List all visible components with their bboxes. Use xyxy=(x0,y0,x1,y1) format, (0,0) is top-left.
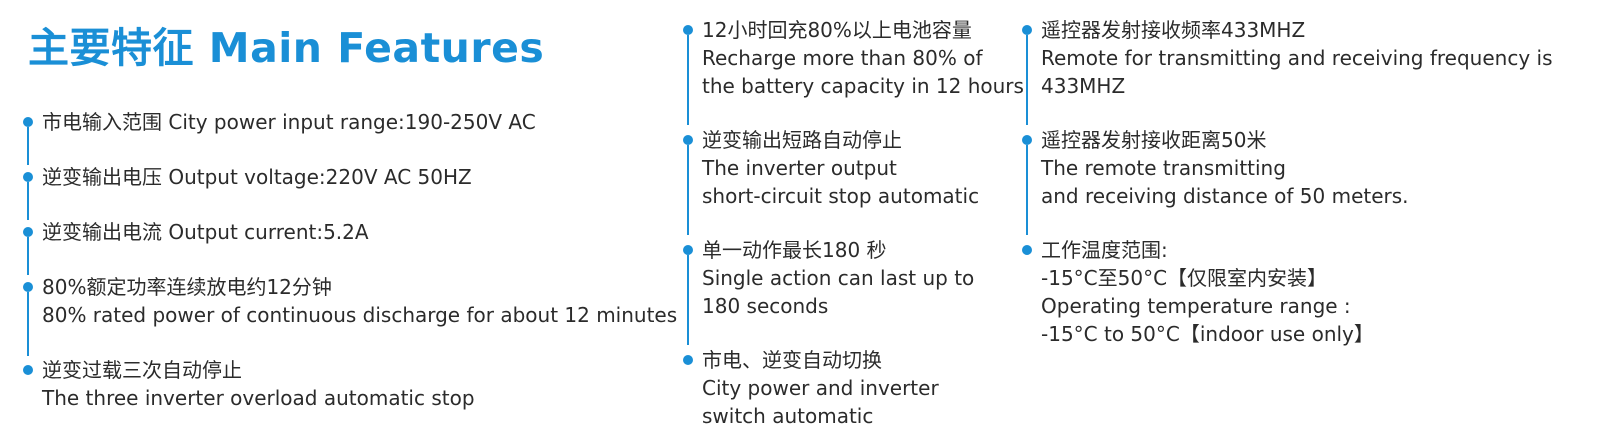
page-title: 主要特征 Main Features xyxy=(28,24,545,72)
feature-text-cn: 80%额定功率连续放电约12分钟 xyxy=(42,275,332,299)
feature-text: 逆变输出电流 Output current:5.2A xyxy=(42,220,369,244)
feature-text-en: 180 seconds xyxy=(702,294,829,318)
feature-text: 逆变输出电压 Output voltage:220V AC 50HZ xyxy=(42,165,472,189)
feature-text-cn: 工作温度范围: xyxy=(1041,238,1168,262)
bullet-dot-icon xyxy=(23,117,33,127)
feature-item-short-circuit: 逆变输出短路自动停止 The inverter output short-cir… xyxy=(682,126,979,210)
connector-line xyxy=(27,237,29,275)
feature-item-continuous-discharge: 80%额定功率连续放电约12分钟 80% rated power of cont… xyxy=(22,273,677,329)
feature-text-en: switch automatic xyxy=(702,404,874,428)
feature-item-single-action: 单一动作最长180 秒 Single action can last up to… xyxy=(682,236,974,320)
bullet-dot-icon xyxy=(683,355,693,365)
bullet-dot-icon xyxy=(1022,135,1032,145)
feature-text-en: City power and inverter xyxy=(702,376,939,400)
connector-line xyxy=(687,35,689,125)
feature-text-cn: 遥控器发射接收频率433MHZ xyxy=(1041,18,1306,42)
bullet-dot-icon xyxy=(23,282,33,292)
connector-line xyxy=(27,182,29,220)
feature-item-input-range: 市电输入范围 City power input range:190-250V A… xyxy=(22,108,536,136)
bullet-dot-icon xyxy=(1022,25,1032,35)
feature-text-cn: 逆变输出短路自动停止 xyxy=(702,128,902,152)
feature-text-cn: 单一动作最长180 秒 xyxy=(702,238,887,262)
bullet-dot-icon xyxy=(23,172,33,182)
feature-text-en: Remote for transmitting and receiving fr… xyxy=(1041,46,1553,70)
feature-text-en: short-circuit stop automatic xyxy=(702,184,980,208)
feature-text-en: the battery capacity in 12 hours xyxy=(702,74,1024,98)
feature-text-en: -15°C to 50°C【indoor use only】 xyxy=(1041,322,1374,346)
feature-text-cn: 逆变过载三次自动停止 xyxy=(42,358,242,382)
feature-item-auto-switch: 市电、逆变自动切换 City power and inverter switch… xyxy=(682,346,939,430)
feature-text-en: Single action can last up to xyxy=(702,266,975,290)
bullet-dot-icon xyxy=(683,245,693,255)
feature-text-en: and receiving distance of 50 meters. xyxy=(1041,184,1409,208)
feature-item-remote-distance: 遥控器发射接收距离50米 The remote transmitting and… xyxy=(1021,126,1409,210)
connector-line xyxy=(1026,35,1028,125)
feature-text-cn: 遥控器发射接收距离50米 xyxy=(1041,128,1267,152)
connector-line xyxy=(687,145,689,235)
connector-line xyxy=(687,255,689,345)
bullet-dot-icon xyxy=(23,365,33,375)
connector-line xyxy=(1026,145,1028,235)
connector-line xyxy=(27,127,29,165)
feature-text-en: 80% rated power of continuous discharge … xyxy=(42,303,678,327)
feature-text-en: Recharge more than 80% of xyxy=(702,46,983,70)
feature-text-cn: -15°C至50°C【仅限室内安装】 xyxy=(1041,266,1328,290)
bullet-dot-icon xyxy=(23,227,33,237)
bullet-dot-icon xyxy=(683,135,693,145)
feature-item-remote-frequency: 遥控器发射接收频率433MHZ Remote for transmitting … xyxy=(1021,16,1553,100)
feature-text-en: Operating temperature range : xyxy=(1041,294,1351,318)
feature-item-overload-stop: 逆变过载三次自动停止 The three inverter overload a… xyxy=(22,356,475,412)
bullet-dot-icon xyxy=(1022,245,1032,255)
feature-text-en: The inverter output xyxy=(702,156,897,180)
feature-item-recharge: 12小时回充80%以上电池容量 Recharge more than 80% o… xyxy=(682,16,1024,100)
feature-item-operating-temperature: 工作温度范围: -15°C至50°C【仅限室内安装】 Operating tem… xyxy=(1021,236,1374,348)
feature-text-en: 433MHZ xyxy=(1041,74,1126,98)
bullet-dot-icon xyxy=(683,25,693,35)
feature-text-en: The three inverter overload automatic st… xyxy=(42,386,475,410)
feature-text: 市电输入范围 City power input range:190-250V A… xyxy=(42,110,536,134)
feature-text-cn: 市电、逆变自动切换 xyxy=(702,348,882,372)
feature-item-output-current: 逆变输出电流 Output current:5.2A xyxy=(22,218,369,246)
feature-text-en: The remote transmitting xyxy=(1041,156,1286,180)
feature-text-cn: 12小时回充80%以上电池容量 xyxy=(702,18,972,42)
feature-item-output-voltage: 逆变输出电压 Output voltage:220V AC 50HZ xyxy=(22,163,472,191)
connector-line xyxy=(27,292,29,356)
